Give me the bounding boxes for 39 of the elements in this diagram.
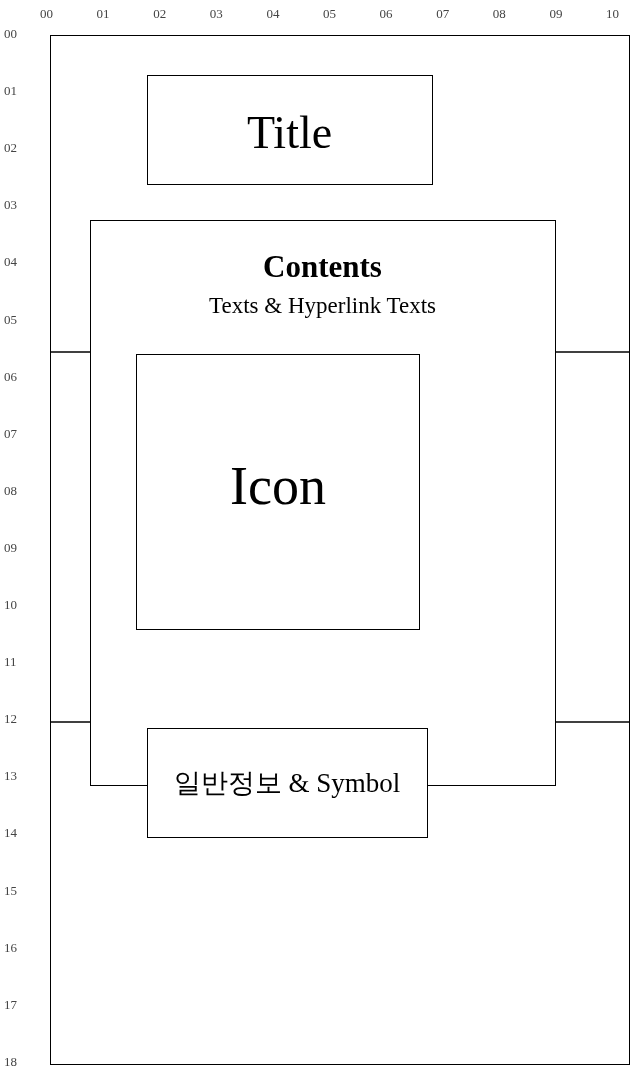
row-number: 05 — [4, 311, 17, 328]
row-number: 02 — [4, 140, 17, 157]
icon-label: Icon — [230, 455, 326, 517]
info-label: 일반정보 & Symbol — [173, 766, 401, 800]
column-number: 02 — [153, 6, 167, 22]
row-number: 10 — [4, 597, 17, 613]
info-box — [146, 727, 428, 838]
row-number: 11 — [4, 654, 17, 671]
icon-box — [136, 354, 420, 630]
column-number: 09 — [549, 6, 563, 22]
column-number: 00 — [40, 6, 53, 22]
row-number: 12 — [4, 711, 17, 728]
column-number: 05 — [323, 6, 336, 22]
row-number: 09 — [4, 539, 17, 556]
row-number: 16 — [4, 939, 17, 956]
column-number: 03 — [209, 6, 223, 22]
row-number: 14 — [4, 825, 17, 842]
column-number: 10 — [606, 6, 619, 22]
contents-subtitle: Texts & Hyperlink Texts — [209, 292, 436, 319]
row-number: 15 — [4, 882, 17, 899]
contents-heading: Contents — [263, 248, 382, 285]
row-number: 07 — [4, 425, 17, 442]
row-number: 08 — [4, 482, 17, 499]
row-number: 01 — [4, 83, 17, 100]
row-number: 00 — [4, 26, 17, 42]
row-number: 06 — [4, 368, 17, 385]
title-box — [146, 74, 433, 185]
column-number: 07 — [436, 6, 450, 22]
column-number: 06 — [379, 6, 393, 22]
row-number: 18 — [4, 1053, 17, 1070]
column-number: 08 — [492, 6, 506, 22]
column-number: 04 — [266, 6, 280, 22]
row-number: 04 — [4, 254, 17, 271]
row-number: 13 — [4, 768, 17, 785]
row-number: 03 — [4, 197, 17, 214]
page-frame — [50, 35, 630, 1065]
row-number: 17 — [4, 996, 17, 1013]
column-number: 01 — [96, 6, 110, 22]
title-text: Title — [246, 105, 333, 159]
